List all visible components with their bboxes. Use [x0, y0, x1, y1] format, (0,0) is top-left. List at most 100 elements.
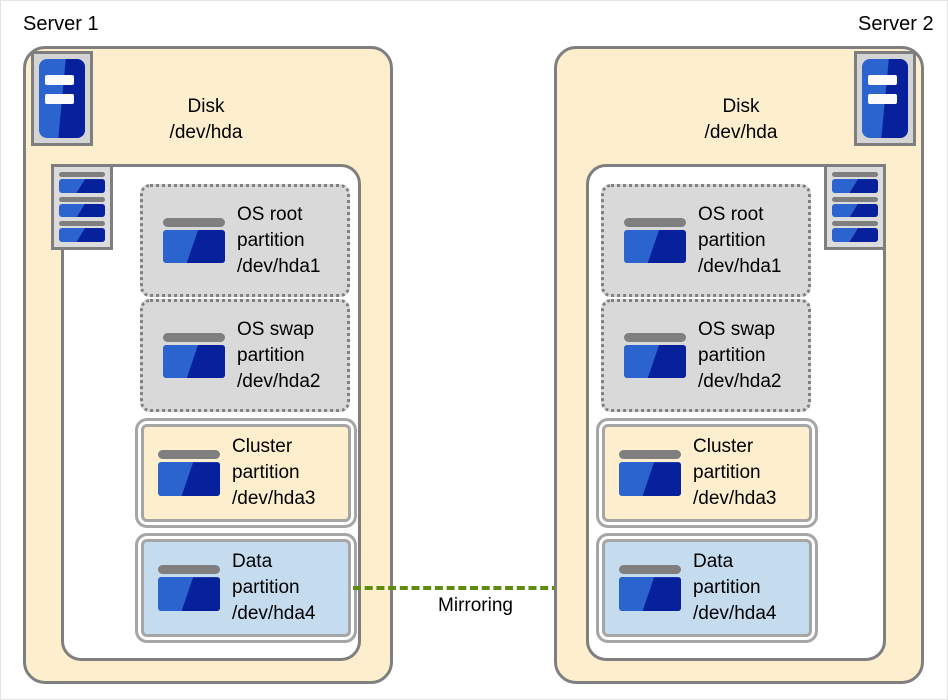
partition-line-1: OS root: [698, 203, 764, 225]
server-tower-icon: [31, 51, 93, 146]
platter-tape: [619, 565, 681, 575]
disk-stack-plate-1: [59, 179, 105, 193]
disk-platter-icon: [619, 565, 681, 611]
platter-tape: [624, 217, 686, 227]
disk-stack-plate-3: [59, 228, 105, 242]
mirroring-label: Mirroring: [438, 595, 513, 616]
mirroring-connector-line: [353, 586, 595, 590]
partition-label: OS swap partition /dev/hda2: [698, 317, 781, 395]
partition-line-1: OS swap: [698, 318, 776, 340]
server-tower-body: [862, 59, 908, 138]
partition-data-server-1[interactable]: Data partition /dev/hda4: [135, 533, 357, 643]
disk-platter-icon: [158, 450, 220, 496]
server-2-disk-caption: Disk /dev/hda: [646, 94, 836, 146]
partition-label: OS root partition /dev/hda1: [698, 202, 781, 280]
platter-tape: [158, 450, 220, 460]
server-tower-icon: [854, 51, 916, 146]
server-1-label: Server 1: [23, 13, 99, 35]
partition-line-2: partition: [693, 462, 761, 483]
disk-platter-icon: [619, 450, 681, 496]
partition-line-1: Data: [693, 551, 734, 572]
platter-tape: [158, 565, 220, 575]
server-1-disk-caption: Disk /dev/hda: [111, 94, 301, 146]
disk-stack-plate-2: [832, 203, 878, 218]
server-tower-slot-2: [45, 93, 74, 105]
disk-caption-line-1: Disk: [187, 96, 225, 117]
partition-label: Data partition /dev/hda4: [232, 549, 315, 627]
partition-cluster-server-1[interactable]: Cluster partition /dev/hda3: [135, 418, 357, 528]
partition-label: Cluster partition /dev/hda3: [693, 434, 776, 512]
disk-stack-plate-2: [59, 203, 105, 218]
disk-caption-line-1: Disk: [722, 96, 760, 117]
partition-line-3: /dev/hda2: [698, 370, 782, 392]
partition-line-2: partition: [232, 577, 300, 598]
disk-stack-tape-3: [59, 221, 105, 227]
disk-stack-tape-3: [832, 221, 878, 227]
partition-line-2: partition: [693, 577, 761, 598]
platter-tape: [163, 217, 225, 227]
platter-plate: [624, 344, 686, 379]
partition-os-root-server-1[interactable]: OS root partition /dev/hda1: [140, 184, 350, 297]
partition-os-root-server-2[interactable]: OS root partition /dev/hda1: [601, 184, 811, 297]
disk-stack-unit-3: [59, 221, 105, 242]
disk-platter-icon: [163, 217, 225, 264]
platter-tape: [619, 450, 681, 460]
partition-line-3: /dev/hda3: [693, 488, 777, 509]
disk-stack-tape-2: [832, 196, 878, 202]
disk-caption-line-2: /dev/hda: [704, 122, 778, 143]
disk-stack-unit-3: [832, 221, 878, 242]
disk-platter-icon: [158, 565, 220, 611]
disk-stack-icon: [51, 164, 113, 250]
partition-line-2: partition: [232, 462, 300, 483]
disk-stack-unit-1: [832, 172, 878, 193]
partition-os-swap-server-2[interactable]: OS swap partition /dev/hda2: [601, 299, 811, 412]
disk-stack-unit-2: [832, 196, 878, 218]
partition-line-3: /dev/hda3: [232, 488, 316, 509]
disk-platter-icon: [163, 332, 225, 379]
disk-stack-tape-1: [832, 172, 878, 178]
partition-line-2: partition: [698, 344, 766, 366]
disk-stack-plate-1: [832, 179, 878, 193]
disk-stack-unit-2: [59, 196, 105, 218]
disk-stack-tape-2: [59, 196, 105, 202]
partition-line-2: partition: [237, 229, 305, 251]
partition-line-3: /dev/hda2: [237, 370, 321, 392]
partition-data-server-2[interactable]: Data partition /dev/hda4: [596, 533, 818, 643]
platter-tape: [163, 332, 225, 342]
partition-line-1: Cluster: [693, 436, 754, 457]
partition-line-1: Data: [232, 551, 273, 572]
server-tower-slot-2: [868, 93, 897, 105]
partition-label: OS root partition /dev/hda1: [237, 202, 320, 280]
partition-line-1: OS swap: [237, 318, 315, 340]
partition-label: OS swap partition /dev/hda2: [237, 317, 320, 395]
partition-line-1: OS root: [237, 203, 303, 225]
partition-cluster-server-2[interactable]: Cluster partition /dev/hda3: [596, 418, 818, 528]
platter-plate: [619, 577, 681, 611]
platter-plate: [158, 577, 220, 611]
partition-line-2: partition: [237, 344, 305, 366]
disk-platter-icon: [624, 332, 686, 379]
server-2-label: Server 2: [858, 13, 934, 35]
disk-stack-tape-1: [59, 172, 105, 178]
partition-line-3: /dev/hda1: [698, 255, 782, 277]
disk-caption-line-2: /dev/hda: [169, 122, 243, 143]
partition-os-swap-server-1[interactable]: OS swap partition /dev/hda2: [140, 299, 350, 412]
disk-stack-unit-1: [59, 172, 105, 193]
partition-line-3: /dev/hda4: [693, 603, 777, 624]
platter-plate: [158, 462, 220, 496]
partition-line-3: /dev/hda1: [237, 255, 321, 277]
platter-plate: [163, 344, 225, 379]
partition-line-1: Cluster: [232, 436, 293, 457]
disk-stack-plate-3: [832, 228, 878, 242]
platter-tape: [624, 332, 686, 342]
server-tower-slot-1: [868, 74, 897, 86]
server-tower-slot-1: [45, 74, 74, 86]
partition-line-3: /dev/hda4: [232, 603, 316, 624]
disk-platter-icon: [624, 217, 686, 264]
platter-plate: [624, 229, 686, 264]
platter-plate: [619, 462, 681, 496]
partition-label: Data partition /dev/hda4: [693, 549, 776, 627]
partition-label: Cluster partition /dev/hda3: [232, 434, 315, 512]
partition-line-2: partition: [698, 229, 766, 251]
